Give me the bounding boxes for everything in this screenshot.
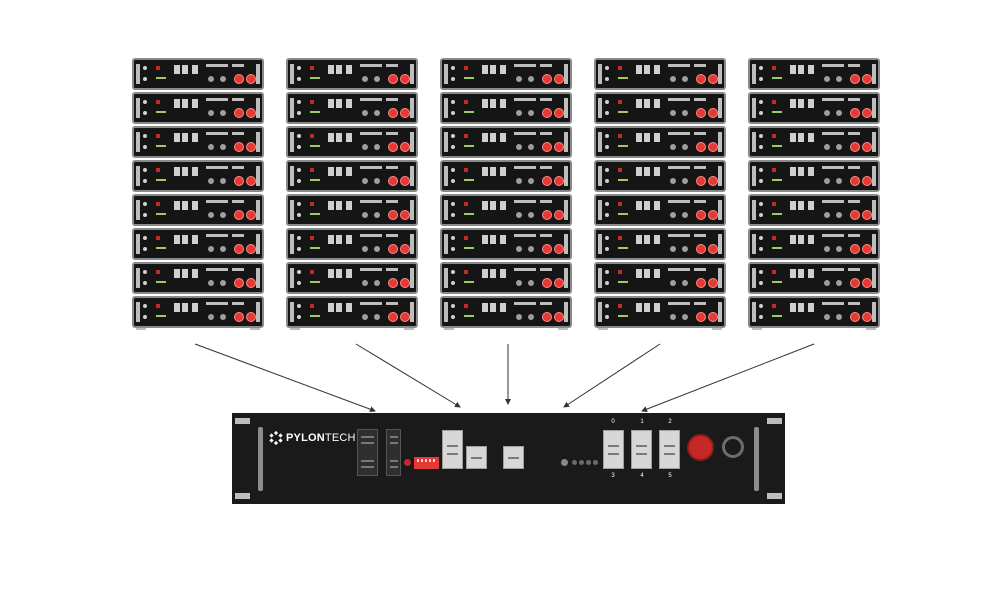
battery-module bbox=[440, 228, 572, 260]
pylontech-controller: PYLONTECH 0 1 2 3 4 5 bbox=[232, 413, 785, 504]
battery-module bbox=[440, 160, 572, 192]
battery-module bbox=[594, 194, 726, 226]
battery-module bbox=[132, 160, 264, 192]
battery-module bbox=[594, 92, 726, 124]
connection-wire-4 bbox=[563, 343, 661, 408]
battery-module bbox=[748, 92, 880, 124]
battery-module bbox=[132, 228, 264, 260]
power-button bbox=[687, 434, 714, 461]
status-led bbox=[404, 459, 411, 466]
stack-port-2-5 bbox=[659, 430, 680, 469]
pylontech-logo-icon bbox=[269, 431, 283, 445]
connection-wire-2 bbox=[355, 343, 461, 408]
battery-module bbox=[594, 58, 726, 90]
stack-port-1-4 bbox=[631, 430, 652, 469]
battery-module bbox=[748, 160, 880, 192]
comm-port-3 bbox=[503, 446, 524, 469]
battery-module bbox=[594, 262, 726, 294]
battery-module bbox=[286, 160, 418, 192]
controller-left-tab-top bbox=[235, 418, 250, 424]
battery-module bbox=[594, 296, 726, 330]
battery-module bbox=[286, 228, 418, 260]
battery-module bbox=[594, 228, 726, 260]
port-number-3: 3 bbox=[611, 473, 615, 479]
battery-module bbox=[440, 58, 572, 90]
battery-module bbox=[440, 194, 572, 226]
indicator-dot-1 bbox=[561, 459, 568, 466]
battery-module bbox=[132, 92, 264, 124]
indicator-dot-4 bbox=[586, 460, 591, 465]
port-number-0: 0 bbox=[611, 419, 615, 425]
indicator-dot-5 bbox=[593, 460, 598, 465]
brand-name-bold: PYLON bbox=[286, 432, 325, 444]
relay-left bbox=[357, 429, 378, 476]
stack-port-0-3 bbox=[603, 430, 624, 469]
comm-port-2 bbox=[466, 446, 487, 469]
battery-module bbox=[594, 160, 726, 192]
battery-module bbox=[440, 126, 572, 158]
controller-right-tab-bottom bbox=[767, 493, 782, 499]
battery-module bbox=[594, 126, 726, 158]
relay-right bbox=[386, 429, 401, 476]
controller-left-tab-bottom bbox=[235, 493, 250, 499]
port-number-1: 1 bbox=[640, 419, 644, 425]
battery-module bbox=[286, 194, 418, 226]
battery-stacks bbox=[132, 58, 880, 330]
battery-module bbox=[440, 262, 572, 294]
battery-module bbox=[286, 92, 418, 124]
battery-module bbox=[132, 194, 264, 226]
battery-module bbox=[286, 296, 418, 330]
brand-name: PYLONTECH bbox=[286, 432, 356, 444]
power-terminal-ring bbox=[722, 436, 744, 458]
battery-module bbox=[132, 58, 264, 90]
battery-module bbox=[748, 296, 880, 330]
connection-wire-1 bbox=[194, 343, 376, 413]
battery-module bbox=[286, 126, 418, 158]
controller-left-handle bbox=[258, 427, 263, 491]
comm-port-1 bbox=[442, 430, 463, 469]
pylontech-logo: PYLONTECH bbox=[269, 429, 356, 447]
battery-module bbox=[748, 228, 880, 260]
indicator-dot-2 bbox=[572, 460, 577, 465]
connection-wire-5 bbox=[641, 343, 815, 412]
battery-module bbox=[748, 58, 880, 90]
battery-module bbox=[132, 296, 264, 330]
battery-module bbox=[440, 296, 572, 330]
controller-right-tab-top bbox=[767, 418, 782, 424]
controller-right-handle bbox=[754, 427, 759, 491]
brand-name-light: TECH bbox=[324, 432, 356, 444]
battery-module bbox=[286, 262, 418, 294]
battery-module bbox=[440, 92, 572, 124]
port-number-2: 2 bbox=[668, 419, 672, 425]
battery-module bbox=[748, 194, 880, 226]
battery-module bbox=[132, 262, 264, 294]
battery-module bbox=[748, 262, 880, 294]
battery-module bbox=[748, 126, 880, 158]
dip-switch bbox=[414, 457, 439, 469]
port-number-4: 4 bbox=[640, 473, 644, 479]
battery-module bbox=[132, 126, 264, 158]
battery-module bbox=[286, 58, 418, 90]
port-number-5: 5 bbox=[668, 473, 672, 479]
indicator-dot-3 bbox=[579, 460, 584, 465]
